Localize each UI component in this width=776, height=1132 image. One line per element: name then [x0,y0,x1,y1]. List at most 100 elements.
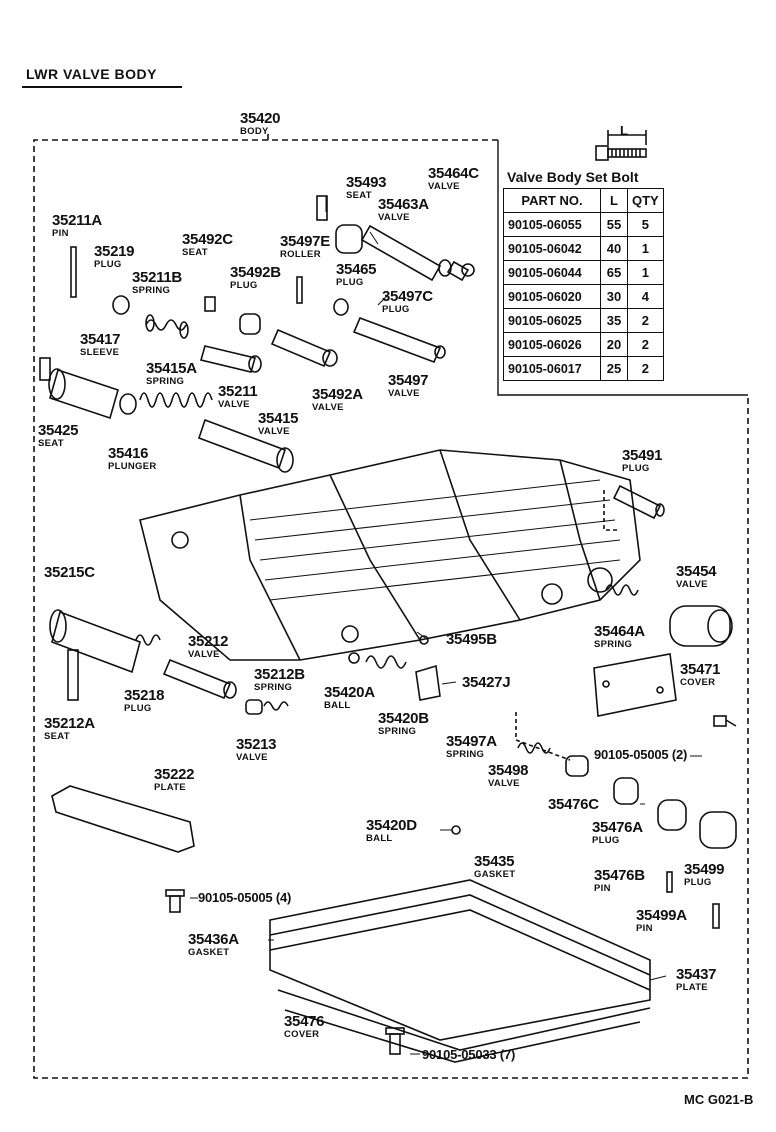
cover-35471-shape [593,653,677,717]
bolt-cell-pn: 90105-06044 [503,260,601,285]
bolt-b3-shape [385,1027,405,1055]
valve-35492a-shape [270,328,338,368]
roller-35497e-shape [296,276,303,304]
label-35427j: 35427J [462,674,511,691]
bolt-cell-qty: 1 [627,260,664,285]
bolt-cell-qty: 1 [627,236,664,261]
bolt-cell-pn: 90105-06042 [503,236,601,261]
seat-35425-shape [39,357,51,381]
valve-35215c-shape [49,609,141,674]
bolt-cell-qty: 5 [627,212,664,237]
bolt-length-label: L [620,123,628,138]
plug-35499-shape [699,811,737,849]
plug-35497c-shape [333,298,349,316]
bolt-cell-len: 30 [600,284,628,309]
bolt-callout-2: 90105-05005 (4) [198,890,292,905]
valve-body-casting [139,449,641,661]
sleeve-35417-shape [48,368,119,420]
ball-35420a-shape [348,652,360,664]
label-35495b: 35495B [446,631,497,648]
spring-35420b-shape [365,655,407,669]
bolt-dimension-icon [595,130,647,161]
header-qty: QTY [627,188,664,213]
plug-35218-shape [135,634,161,646]
bolt-cell-pn: 90105-06055 [503,212,601,237]
bolt-cell-qty: 2 [627,308,664,333]
spring-35211b-shape [145,314,189,339]
bolt-callout-1: 90105-05005 (2) [594,747,688,762]
plug-35476a-shape [657,799,687,831]
bolt-cell-len: 55 [600,212,628,237]
valve-35212-shape [162,658,237,700]
valve-35454-shape [669,605,733,647]
plug-35465-shape [335,224,363,254]
title-underline [22,86,182,88]
plate-35222-shape [51,785,195,853]
bolt-cell-len: 35 [600,308,628,333]
ball-35420d-shape [451,825,461,835]
bolt-cell-pn: 90105-06026 [503,332,601,357]
plug-35492b-shape [239,313,261,335]
valve-35464c-shape [446,260,475,282]
bolt-b1-shape [713,715,737,727]
bolt-cell-len: 25 [600,356,628,381]
valve-35211-shape [200,345,262,373]
header-part-no: PART NO. [503,188,601,213]
assembly-boundary [33,139,749,1079]
part-35476c-shape [613,777,639,805]
bolt-callout-3: 90105-05033 (7) [422,1047,516,1062]
part-35427j-shape [415,664,441,701]
diagram-title: LWR VALVE BODY [26,66,157,82]
spring-35497a-shape [517,742,551,754]
plunger-35416-shape [119,393,137,415]
bolt-table-header: PART NO. L QTY [503,188,664,213]
bolt-cell-len: 65 [600,260,628,285]
bolt-cell-pn: 90105-06017 [503,356,601,381]
bolt-cell-qty: 2 [627,356,664,381]
bolt-cell-qty: 4 [627,284,664,309]
gasket-plate-stack [269,879,651,1063]
valve-35415-shape [197,418,294,473]
seat-35493-shape [316,195,328,221]
bolt-cell-pn: 90105-06020 [503,284,601,309]
